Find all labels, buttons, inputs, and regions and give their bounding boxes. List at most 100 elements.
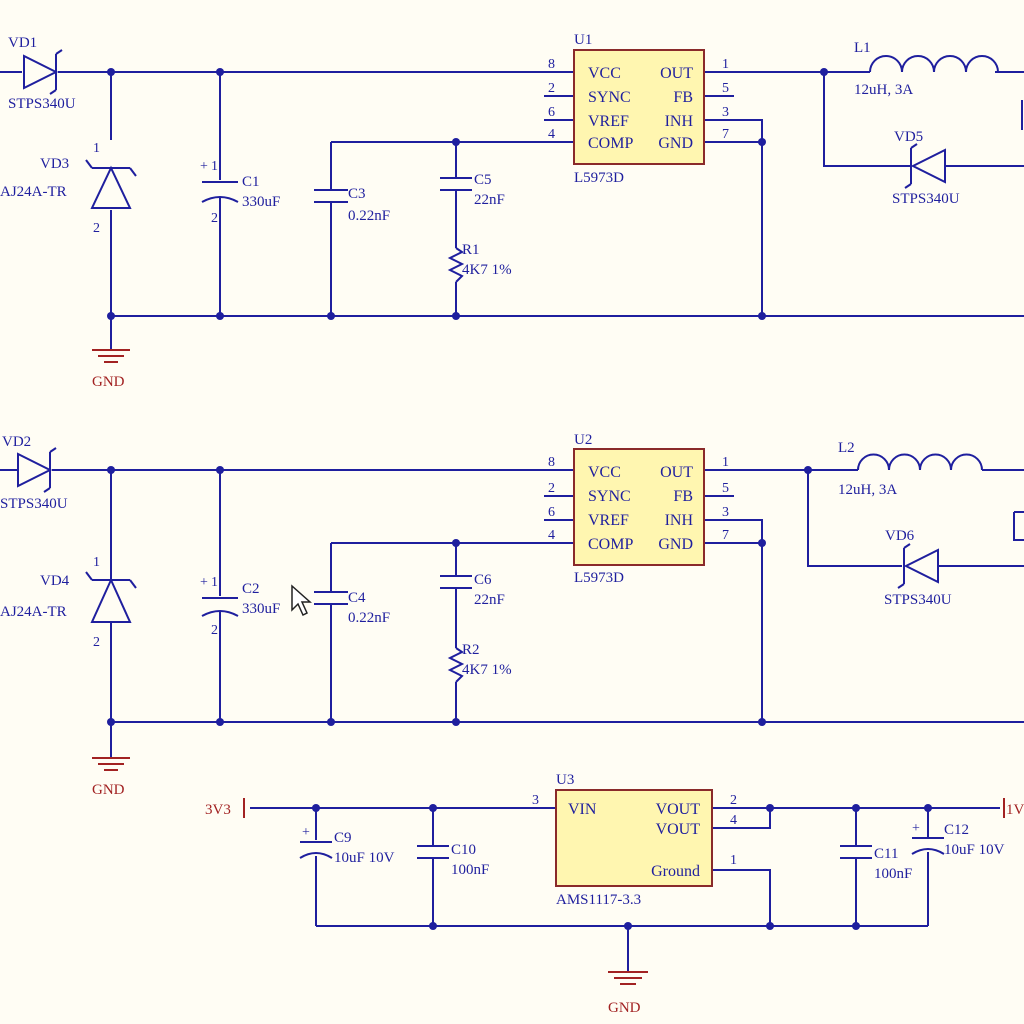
c2-value: 330uF — [242, 601, 280, 617]
vd5-diode[interactable]: VD5 STPS340U — [892, 129, 960, 207]
svg-text:5: 5 — [722, 481, 729, 496]
gnd-label-3: GND — [608, 1000, 641, 1016]
circuit-u2: VD2 STPS340U 1 2 VD4 AJ24A-TR + 1 2 C2 3… — [0, 432, 1024, 798]
c5-capacitor[interactable]: C5 22nF — [440, 172, 505, 208]
c6-capacitor[interactable]: C6 22nF — [440, 572, 505, 608]
vd6-value: STPS340U — [884, 592, 952, 608]
c11-capacitor[interactable]: C11 100nF — [840, 845, 912, 882]
c1-ref: C1 — [242, 174, 260, 190]
svg-text:INH: INH — [665, 512, 694, 529]
c11-ref: C11 — [874, 846, 898, 862]
c5-value: 22nF — [474, 192, 505, 208]
r2-value: 4K7 1% — [462, 662, 512, 678]
port-out-label: 1V — [1006, 802, 1024, 818]
c4-value: 0.22nF — [348, 610, 390, 626]
svg-text:7: 7 — [722, 127, 729, 142]
svg-text:1: 1 — [93, 555, 100, 570]
port-3v3[interactable]: 3V3 — [205, 798, 245, 818]
vd4-ref: VD4 — [40, 573, 70, 589]
svg-text:1: 1 — [211, 575, 218, 590]
svg-text:+: + — [200, 159, 208, 174]
svg-text:COMP: COMP — [588, 135, 633, 152]
svg-text:VCC: VCC — [588, 65, 621, 82]
c2-capacitor[interactable]: + 1 2 C2 330uF — [200, 575, 280, 638]
svg-text:4: 4 — [548, 127, 555, 142]
u1-part: L5973D — [574, 170, 624, 186]
gnd-port-3[interactable]: GND — [608, 971, 648, 1016]
svg-text:VOUT: VOUT — [656, 801, 701, 818]
l2-ref: L2 — [838, 440, 855, 456]
svg-text:FB: FB — [673, 488, 693, 505]
vd4-tvs[interactable]: 1 2 VD4 AJ24A-TR — [0, 555, 137, 650]
vd2-diode[interactable]: VD2 STPS340U — [0, 434, 68, 512]
circuit-u3: 3V3 1V + C9 10uF 10V C10 100nF U3 AMS111… — [205, 772, 1024, 1016]
svg-text:1: 1 — [722, 455, 729, 470]
c10-value: 100nF — [451, 862, 489, 878]
svg-text:SYNC: SYNC — [588, 89, 631, 106]
u1-ref: U1 — [574, 32, 592, 48]
svg-text:VOUT: VOUT — [656, 821, 701, 838]
c10-capacitor[interactable]: C10 100nF — [417, 842, 489, 878]
u2-ref: U2 — [574, 432, 592, 448]
u1-ic[interactable]: U1 L5973D 8 2 6 4 1 5 3 7 VCC SYNC VREF … — [544, 32, 734, 186]
svg-text:GND: GND — [658, 536, 693, 553]
svg-text:2: 2 — [211, 623, 218, 638]
svg-text:1: 1 — [211, 159, 218, 174]
svg-text:3: 3 — [532, 793, 539, 808]
gnd-port-1[interactable]: GND — [92, 349, 130, 390]
vd3-value: AJ24A-TR — [0, 184, 67, 200]
svg-text:+: + — [200, 575, 208, 590]
l1-inductor[interactable]: L1 12uH, 3A — [854, 40, 999, 98]
r1-value: 4K7 1% — [462, 262, 512, 278]
c3-ref: C3 — [348, 186, 366, 202]
gnd-label-1: GND — [92, 374, 125, 390]
u3-part: AMS1117-3.3 — [556, 892, 641, 908]
c3-capacitor[interactable]: C3 0.22nF — [314, 186, 390, 224]
svg-text:2: 2 — [211, 211, 218, 226]
u2-part: L5973D — [574, 570, 624, 586]
svg-text:+: + — [302, 825, 310, 840]
l2-inductor[interactable]: L2 12uH, 3A — [838, 440, 983, 498]
svg-text:3: 3 — [722, 105, 729, 120]
l1-value: 12uH, 3A — [854, 82, 913, 98]
r2-resistor[interactable]: R2 4K7 1% — [447, 642, 512, 683]
vd6-diode[interactable]: VD6 STPS340U — [884, 528, 952, 608]
svg-text:+: + — [912, 821, 920, 836]
svg-text:8: 8 — [548, 455, 555, 470]
vd3-tvs[interactable]: 1 2 VD3 AJ24A-TR — [0, 141, 137, 236]
svg-text:4: 4 — [548, 528, 555, 543]
svg-text:OUT: OUT — [660, 65, 693, 82]
c5-ref: C5 — [474, 172, 492, 188]
svg-text:COMP: COMP — [588, 536, 633, 553]
svg-text:7: 7 — [722, 528, 729, 543]
vd1-ref: VD1 — [8, 35, 37, 51]
port-3v3-label: 3V3 — [205, 802, 231, 818]
svg-text:2: 2 — [548, 481, 555, 496]
svg-text:1: 1 — [722, 57, 729, 72]
port-out[interactable]: 1V — [1003, 798, 1024, 818]
c4-capacitor[interactable]: C4 0.22nF — [314, 590, 390, 626]
u2-ic[interactable]: U2 L5973D 8 2 6 4 1 5 3 7 VCC SYNC VREF … — [544, 432, 734, 586]
vd5-ref: VD5 — [894, 129, 923, 145]
c4-ref: C4 — [348, 590, 366, 606]
vd1-diode[interactable]: VD1 STPS340U — [8, 35, 76, 112]
c11-value: 100nF — [874, 866, 912, 882]
u3-ic[interactable]: U3 AMS1117-3.3 3 2 4 1 VIN VOUT VOUT Gro… — [532, 772, 737, 908]
svg-text:VREF: VREF — [588, 512, 629, 529]
svg-text:2: 2 — [730, 793, 737, 808]
c9-capacitor[interactable]: + C9 10uF 10V — [299, 825, 395, 866]
c1-capacitor[interactable]: + 1 2 C1 330uF — [200, 159, 280, 226]
gnd-port-2[interactable]: GND — [92, 757, 130, 798]
vd3-ref: VD3 — [40, 156, 69, 172]
c6-ref: C6 — [474, 572, 492, 588]
svg-text:VREF: VREF — [588, 113, 629, 130]
c9-ref: C9 — [334, 830, 352, 846]
r1-resistor[interactable]: R1 4K7 1% — [447, 242, 512, 283]
c12-ref: C12 — [944, 822, 969, 838]
c12-capacitor[interactable]: + C12 10uF 10V — [911, 821, 1005, 858]
c9-value: 10uF 10V — [334, 850, 395, 866]
mouse-pointer-icon — [291, 584, 312, 617]
svg-text:6: 6 — [548, 505, 555, 520]
svg-text:VCC: VCC — [588, 464, 621, 481]
